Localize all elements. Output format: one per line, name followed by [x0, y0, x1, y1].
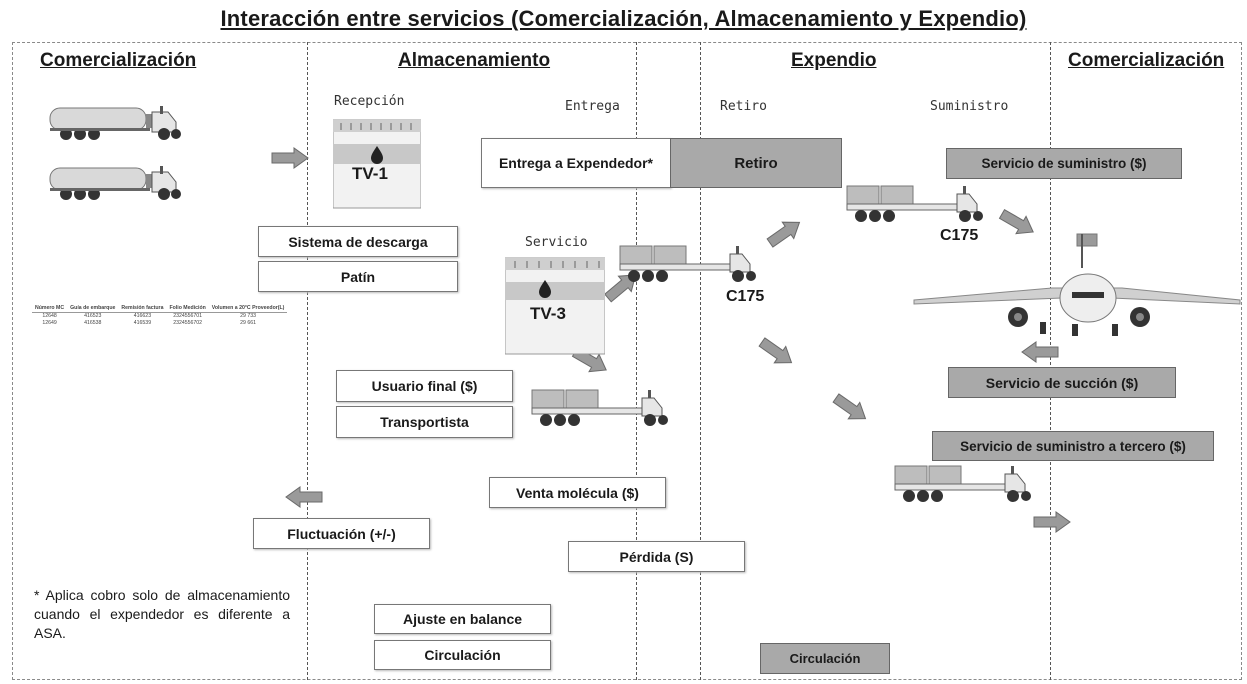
box-ajuste-balance: Ajuste en balance: [374, 604, 551, 634]
section-almacenamiento: Almacenamiento: [398, 50, 551, 71]
subhead-servicio: Servicio: [525, 235, 588, 250]
box-circulacion-left: Circulación: [374, 640, 551, 670]
drop-icon: [539, 280, 551, 298]
table-cell: 12648: [42, 313, 57, 319]
table-header: Número MC: [32, 305, 68, 313]
refueler-truck-icon: [894, 465, 1031, 502]
divider-3: [700, 42, 701, 680]
table-cell: 416623: [133, 313, 152, 319]
table-cell: 29 661: [240, 320, 257, 326]
box-venta-molecula: Venta molécula ($): [489, 477, 666, 508]
box-retiro: Retiro: [670, 138, 842, 188]
storage-tank-icon: [505, 257, 605, 355]
arrow-icon: [763, 213, 806, 252]
subhead-retiro: Retiro: [720, 99, 767, 114]
tank-tv3-label: TV-3: [530, 304, 566, 323]
box-servicio-succion: Servicio de succión ($): [948, 367, 1176, 398]
box-servicio-suministro: Servicio de suministro ($): [946, 148, 1182, 179]
table-row: 12648 416523 416623 2324556701 29 733: [32, 313, 287, 321]
table-cell: 416539: [133, 320, 152, 326]
arrow-icon: [271, 147, 309, 169]
tanker-truck-icon: [49, 106, 181, 140]
refueler-truck-icon: [619, 245, 756, 282]
arrow-icon: [285, 486, 323, 508]
table-cell: 416523: [84, 313, 102, 319]
box-entrega-expendedor: Entrega a Expendedor*: [481, 138, 671, 188]
table-row: 12649 416538 416539 2324556702 29 661: [32, 320, 287, 327]
subhead-recepcion: Recepción: [334, 94, 405, 109]
diagram-title: Interacción entre servicios (Comercializ…: [220, 6, 1027, 31]
arrow-icon: [829, 389, 872, 428]
table-cell: 2324556701: [173, 313, 203, 319]
box-perdida: Pérdida (S): [568, 541, 745, 572]
subhead-suministro: Suministro: [930, 99, 1009, 114]
table-header: Volumen a 20°C Proveedor(L): [208, 305, 288, 313]
table-cell: 2324556702: [173, 320, 203, 326]
refueler-truck-icon: [846, 185, 983, 222]
section-expendio: Expendio: [791, 50, 877, 71]
delivery-table: Número MC Guía de embarque Remisión fact…: [32, 305, 288, 327]
box-sistema-descarga: Sistema de descarga: [258, 226, 458, 257]
footnote: * Aplica cobro solo de almacenamiento cu…: [34, 587, 290, 641]
divider-2: [636, 42, 637, 680]
airplane-icon: [913, 233, 1241, 336]
table-header: Remisión factura: [118, 305, 167, 313]
truck-c175-label: C175: [940, 227, 979, 244]
storage-tank-icon: [333, 119, 421, 209]
table-cell: 29 733: [240, 313, 257, 319]
section-comercializacion-left: Comercialización: [40, 50, 197, 71]
box-transportista: Transportista: [336, 406, 513, 438]
drop-icon: [371, 146, 383, 164]
table-header: Guía de embarque: [67, 305, 119, 313]
truck-c175-label: C175: [726, 288, 765, 305]
tanker-truck-icon: [49, 166, 181, 200]
box-servicio-suministro-tercero: Servicio de suministro a tercero ($): [932, 431, 1214, 461]
box-patin: Patín: [258, 261, 458, 292]
table-cell: 12649: [42, 320, 57, 326]
box-fluctuacion: Fluctuación (+/-): [253, 518, 430, 549]
diagram-frame: [12, 42, 1242, 680]
arrow-icon: [1033, 511, 1071, 533]
table-cell: 416538: [84, 320, 102, 326]
box-circulacion-right: Circulación: [760, 643, 890, 674]
divider-1: [307, 42, 308, 680]
subhead-entrega: Entrega: [565, 99, 620, 114]
box-usuario-final: Usuario final ($): [336, 370, 513, 402]
divider-4: [1050, 42, 1051, 680]
tank-tv1-label: TV-1: [352, 164, 388, 183]
section-comercializacion-right: Comercialización: [1068, 50, 1225, 71]
table-header: Folio Medición: [166, 305, 209, 313]
arrow-icon: [1021, 341, 1059, 363]
arrow-icon: [755, 333, 798, 372]
refueler-truck-icon: [531, 389, 668, 426]
